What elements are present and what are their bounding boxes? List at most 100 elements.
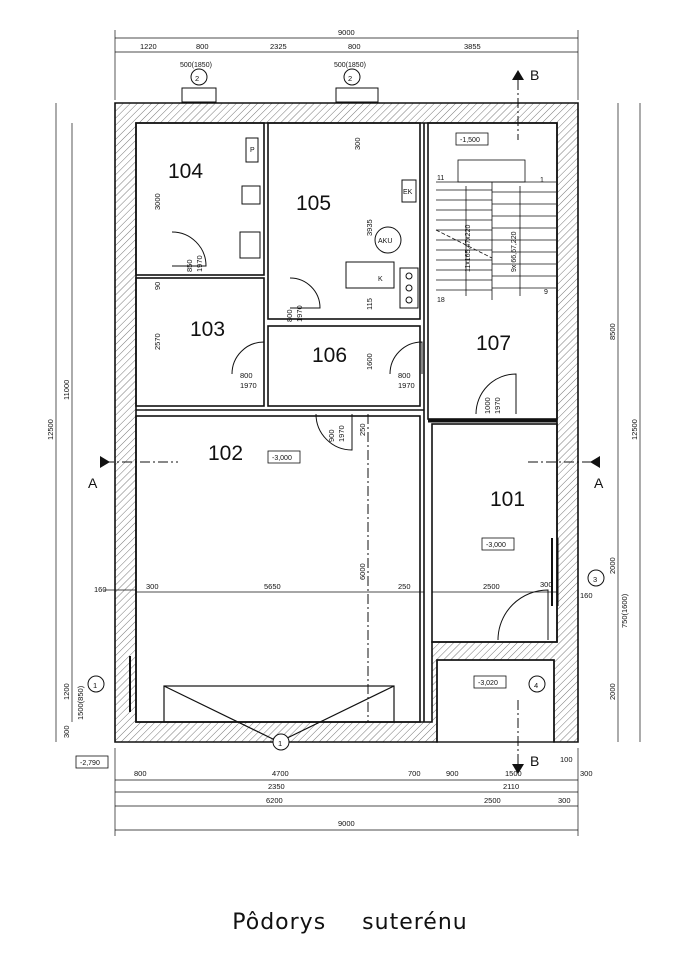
room-103: 103	[190, 318, 225, 341]
stair-step-11: 11	[437, 175, 444, 182]
dim-bot-1d: 900	[446, 769, 459, 778]
door-f-height: 1970	[195, 255, 204, 272]
room-105: 105	[296, 192, 331, 215]
dim-bot-total: 9000	[338, 819, 355, 828]
door-e-height: 1970	[493, 397, 502, 414]
dim-bot-1a: 800	[134, 769, 147, 778]
drawing-title-word-1: Pôdorys	[232, 910, 327, 935]
dim-top-3: 2325	[270, 42, 287, 51]
dim-left-300: 300	[62, 725, 71, 738]
room-106: 106	[312, 344, 347, 367]
marker-1a: 1	[93, 681, 97, 690]
door-swings	[129, 87, 559, 712]
stair-flight-2: 9x 66,67,220	[511, 231, 518, 272]
dim-left-1500: 1500(850)	[76, 685, 85, 720]
drawing-title: Pôdorys suterénu	[0, 910, 700, 935]
dim-right-750: 750(1600)	[620, 593, 629, 628]
dim-h-250: 250	[398, 582, 411, 591]
dim-bot-1c: 700	[408, 769, 421, 778]
dim-v-3000: 3000	[153, 193, 162, 210]
level-107: -1,500	[460, 137, 480, 144]
dim-left-160: 160	[94, 585, 107, 594]
section-lines	[104, 80, 596, 764]
level-101: -3,000	[486, 542, 506, 549]
dim-top-5: 3855	[464, 42, 481, 51]
marker-2a: 2	[195, 74, 199, 83]
room-102: 102	[208, 442, 243, 465]
section-b-bottom: B	[530, 753, 539, 769]
dim-v-3935: 3935	[365, 219, 374, 236]
dim-top-4: 800	[348, 42, 361, 51]
staircase	[435, 159, 556, 300]
stair-step-18: 18	[437, 297, 445, 304]
door-b-width: 800	[398, 371, 411, 380]
stair-step-1: 1	[540, 177, 544, 184]
dim-h-2500: 2500	[483, 582, 500, 591]
room-104: 104	[168, 160, 203, 183]
stair-flight-1: 11x165,47x220	[465, 225, 472, 272]
dim-h-300: 300	[146, 582, 159, 591]
dim-left-inner: 11000	[62, 380, 71, 400]
bathroom-fixtures	[239, 137, 419, 309]
dim-bot-2a: 2350	[268, 782, 285, 791]
level-outside: -2,790	[80, 760, 100, 767]
dim-v-6000: 6000	[358, 563, 367, 580]
dim-bot-1b: 4700	[272, 769, 289, 778]
garage-door	[163, 685, 395, 743]
level-boxes	[75, 132, 515, 769]
dim-bot-1f: 100	[560, 755, 573, 764]
dim-bot-3c: 300	[558, 796, 571, 805]
dim-bot-3a: 6200	[266, 796, 283, 805]
marker-1b: 1	[278, 739, 282, 748]
dim-v-2570: 2570	[153, 333, 162, 350]
door-e-width: 1000	[483, 397, 492, 414]
door-d-width: 900	[327, 429, 336, 442]
dim-bot-3b: 2500	[484, 796, 501, 805]
door-d-height: 1970	[337, 425, 346, 442]
dim-top-total: 9000	[338, 28, 355, 37]
dim-v-300: 300	[353, 137, 362, 150]
door-b-height: 1970	[398, 381, 415, 390]
window-top-2: 500(1850)	[334, 62, 366, 69]
marker-3: 3	[593, 575, 597, 584]
dim-v-1600: 1600	[365, 353, 374, 370]
section-a-right: A	[594, 475, 604, 491]
dim-bot-1e: 1500	[505, 769, 522, 778]
section-b-top: B	[530, 67, 539, 83]
aku-label: AKU	[378, 238, 392, 245]
section-a-left: A	[88, 475, 98, 491]
dim-v-115: 115	[365, 298, 374, 310]
dim-right-outer: 12500	[630, 419, 639, 440]
marker-2b: 2	[348, 74, 352, 83]
dim-left-1200: 1200	[62, 683, 71, 700]
dim-bot-1g: 300	[580, 769, 593, 778]
dim-bot-2b: 2110	[503, 782, 519, 791]
room-101: 101	[490, 488, 525, 511]
marker-4: 4	[534, 681, 538, 690]
window-top-1: 500(1850)	[180, 62, 212, 69]
room-107: 107	[476, 332, 511, 355]
interior-walls	[135, 122, 558, 723]
ek-label: EK	[403, 189, 413, 196]
dimension-lines	[55, 30, 641, 836]
level-102: -3,000	[272, 455, 292, 462]
door-a-width: 800	[240, 371, 253, 380]
drawing-title-word-2: suterénu	[362, 910, 468, 935]
dim-h-5650: 5650	[264, 582, 281, 591]
p-label: P	[250, 147, 255, 154]
door-f-width: 850	[185, 259, 194, 272]
dim-top-2: 800	[196, 42, 209, 51]
k-label: K	[378, 276, 383, 283]
level-entry: -3,020	[478, 680, 498, 687]
dim-v-250: 250	[358, 423, 367, 436]
marker-circles	[87, 68, 605, 751]
dim-v-90: 90	[153, 282, 162, 290]
dim-left-outer: 12500	[46, 419, 55, 440]
dim-right-160: 160	[580, 591, 593, 600]
dim-h-300b: 300	[540, 580, 553, 589]
door-c-width: 800	[285, 309, 294, 322]
dim-top-1: 1220	[140, 42, 157, 51]
section-arrows	[100, 70, 600, 774]
door-a-height: 1970	[240, 381, 257, 390]
